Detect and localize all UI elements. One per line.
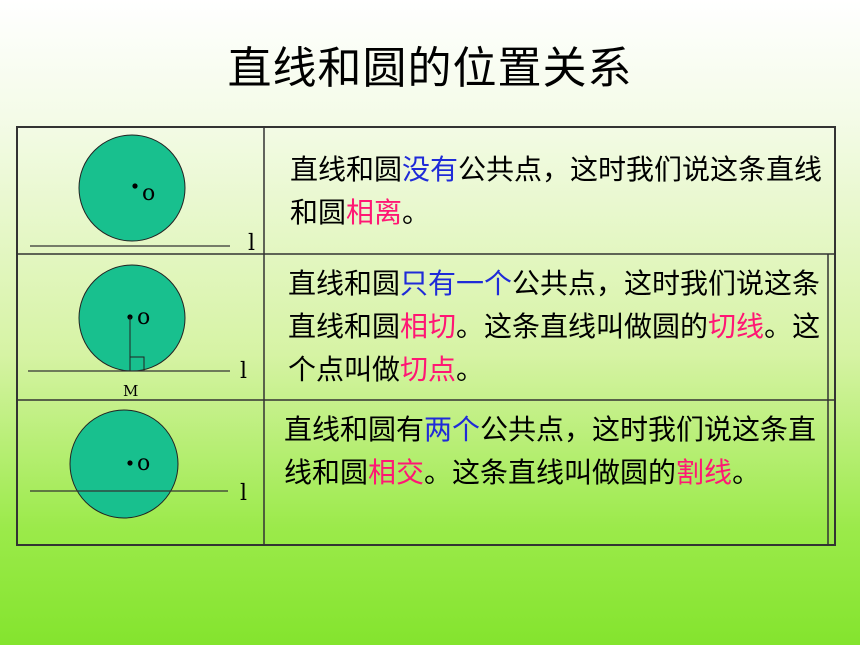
emphasis-text: 只有一个 — [400, 267, 513, 300]
figure-separate: o l — [16, 126, 264, 254]
figure-intersecting: o l — [16, 400, 264, 546]
description-text: 直线和圆 — [290, 153, 403, 186]
description-text: 。 — [456, 353, 485, 386]
circle — [78, 134, 186, 242]
emphasis-text: 相切 — [400, 310, 457, 343]
description-text: 。这个点叫做 — [288, 310, 821, 386]
description-text: 。这条直线叫做圆的 — [424, 456, 677, 489]
line-label: l — [240, 359, 247, 384]
table-grid — [16, 126, 836, 546]
center-label: o — [137, 451, 150, 476]
center-label: o — [142, 181, 155, 206]
relations-table: o l 直线和圆没有公共点，这时我们说这条直线和圆相离。 o l M 直线和圆只… — [16, 126, 836, 546]
line-label: l — [248, 231, 255, 254]
tangent-point-label: M — [123, 382, 138, 400]
description-text: 直线和圆 — [288, 267, 401, 300]
figure-tangent: o l M — [16, 254, 264, 400]
emphasis-text: 切点 — [400, 353, 457, 386]
description-text: 。 — [732, 456, 761, 489]
center-label: o — [137, 305, 150, 330]
line-label: l — [240, 481, 247, 506]
description-text: 公共点，这时我们说这条直线和圆 — [284, 413, 817, 489]
description-intersecting: 直线和圆有两个公共点，这时我们说这条直线和圆相交。这条直线叫做圆的割线。 — [284, 400, 832, 554]
emphasis-text: 没有 — [402, 153, 459, 186]
row-separate: o l 直线和圆没有公共点，这时我们说这条直线和圆相离。 — [16, 126, 836, 254]
row-tangent: o l M 直线和圆只有一个公共点，这时我们说这条直线和圆相切。这条直线叫做圆的… — [16, 254, 836, 400]
description-text: 。 — [402, 196, 431, 229]
description-text: 直线和圆有 — [284, 413, 425, 446]
description-separate: 直线和圆没有公共点，这时我们说这条直线和圆相离。 — [290, 126, 838, 276]
emphasis-text: 相交 — [368, 456, 425, 489]
description-tangent: 直线和圆只有一个公共点，这时我们说这条直线和圆相切。这条直线叫做圆的切线。这个点… — [288, 254, 836, 408]
circle — [69, 409, 179, 519]
right-angle-mark — [130, 356, 145, 371]
emphasis-text: 切线 — [708, 310, 765, 343]
row-intersecting: o l 直线和圆有两个公共点，这时我们说这条直线和圆相交。这条直线叫做圆的割线。 — [16, 400, 836, 546]
description-text: 公共点，这时我们说这条直线和圆 — [288, 267, 821, 343]
center-dot — [132, 183, 138, 189]
emphasis-text: 割线 — [676, 456, 733, 489]
slide-title: 直线和圆的位置关系 — [227, 43, 633, 94]
center-dot — [127, 460, 133, 466]
emphasis-text: 相离 — [346, 196, 403, 229]
description-text: 公共点，这时我们说这条直线和圆 — [290, 153, 823, 229]
description-text: 。这条直线叫做圆的 — [456, 310, 709, 343]
emphasis-text: 两个 — [424, 413, 481, 446]
